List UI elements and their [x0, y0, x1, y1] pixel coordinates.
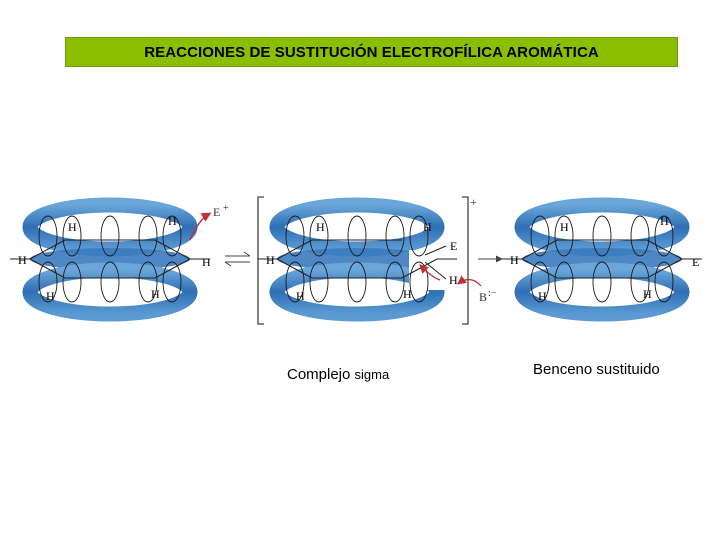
- p-orbital-lobe: [385, 215, 405, 257]
- atom-label-h: H: [643, 287, 652, 301]
- atom-label-h: H: [202, 255, 211, 269]
- substituted-benzene-molecule: [502, 197, 702, 322]
- p-orbital-lobe: [409, 261, 429, 303]
- caption-word: Complejo: [287, 366, 351, 383]
- p-orbital-lobe: [630, 261, 650, 303]
- page-title: REACCIONES DE SUSTITUCIÓN ELECTROFÍLICA …: [144, 43, 599, 61]
- sigma-bond: [154, 239, 191, 260]
- p-orbital-lobe: [285, 215, 305, 257]
- caption-word-small: sigma: [354, 367, 390, 382]
- deprotonation-arrow: [456, 275, 482, 287]
- p-orbital-lobe: [654, 215, 674, 257]
- p-orbital-lobe: [162, 215, 182, 257]
- sigma-complex-brackets: [257, 196, 469, 325]
- pi-cloud-top: [514, 197, 690, 257]
- base-charge: :−: [488, 288, 497, 299]
- sigma-bond: [29, 239, 66, 260]
- p-orbital-lobe: [138, 215, 158, 257]
- p-orbital-lobe: [530, 261, 550, 303]
- p-orbital-lobe: [385, 261, 405, 303]
- p-orbital-lobe: [630, 215, 650, 257]
- atom-label-e: E: [450, 239, 457, 253]
- p-orbital-lobe: [592, 261, 612, 303]
- atom-label-h: H: [316, 220, 325, 234]
- substituted-benzene-caption: Benceno sustituido: [533, 361, 660, 378]
- ring-gap: [409, 250, 445, 290]
- p-orbital-lobe: [592, 215, 612, 257]
- p-orbital-lobe: [409, 215, 429, 257]
- p-orbital-lobe: [347, 215, 367, 257]
- p-orbital-lobe: [38, 261, 58, 303]
- attack-arrow: [189, 212, 212, 241]
- electron-pair-arrow: [419, 264, 441, 281]
- equilibrium-arrows: [224, 251, 251, 267]
- sigma-plane: [277, 248, 437, 270]
- pi-cloud-bottom: [22, 262, 198, 322]
- p-orbital-lobe: [347, 261, 367, 303]
- sigma-bond: [424, 245, 447, 256]
- sigma-complex-molecule: [257, 197, 457, 322]
- sigma-bond: [154, 258, 191, 279]
- sigma-bond: [646, 258, 683, 279]
- electrophile-label: E: [213, 205, 220, 219]
- sigma-bond: [276, 258, 313, 279]
- sigma-bond: [521, 239, 558, 260]
- sigma-bond: [646, 239, 683, 260]
- atom-label-h: H: [46, 289, 55, 303]
- sigma-complex-caption: Complejo sigma: [287, 366, 389, 383]
- atom-label-h: H: [560, 220, 569, 234]
- bracket-charge: +: [470, 195, 477, 209]
- base-label: B: [479, 290, 487, 304]
- atom-label-h: H: [296, 289, 305, 303]
- pi-cloud-bottom: [269, 262, 445, 322]
- p-orbital-lobe: [162, 261, 182, 303]
- sigma-bond: [521, 258, 558, 279]
- sigma-bond: [276, 239, 313, 260]
- sigma-plane: [30, 248, 190, 270]
- pi-cloud-top: [269, 197, 445, 257]
- p-orbital-lobe: [100, 261, 120, 303]
- p-orbital-lobe: [554, 261, 574, 303]
- atom-label-h: H: [660, 214, 669, 228]
- p-orbital-lobe: [100, 215, 120, 257]
- atom-label-h: H: [168, 214, 177, 228]
- pi-cloud-top: [22, 197, 198, 257]
- p-orbital-lobe: [138, 261, 158, 303]
- sigma-plane: [522, 248, 682, 270]
- atom-label-e: E: [692, 255, 699, 269]
- sigma-bond: [29, 258, 66, 279]
- p-orbital-lobe: [554, 215, 574, 257]
- p-orbital-lobe: [62, 261, 82, 303]
- p-orbital-lobe: [38, 215, 58, 257]
- atom-label-h: H: [449, 273, 458, 287]
- p-orbital-lobe: [285, 261, 305, 303]
- pi-cloud-bottom: [514, 262, 690, 322]
- p-orbital-lobe: [309, 261, 329, 303]
- atom-label-h: H: [18, 253, 27, 267]
- electrophile-charge: +: [223, 203, 229, 214]
- atom-label-h: H: [510, 253, 519, 267]
- atom-label-h: H: [151, 287, 160, 301]
- title-banner: REACCIONES DE SUSTITUCIÓN ELECTROFÍLICA …: [65, 37, 678, 67]
- p-orbital-lobe: [530, 215, 550, 257]
- atom-label-h: H: [423, 220, 432, 234]
- p-orbital-lobe: [62, 215, 82, 257]
- atom-label-h: H: [68, 220, 77, 234]
- atom-label-h: H: [403, 287, 412, 301]
- atom-label-h: H: [266, 253, 275, 267]
- p-orbital-lobe: [309, 215, 329, 257]
- benzene-reactant-molecule: [10, 197, 210, 322]
- atom-label-h: H: [538, 289, 547, 303]
- p-orbital-lobe: [654, 261, 674, 303]
